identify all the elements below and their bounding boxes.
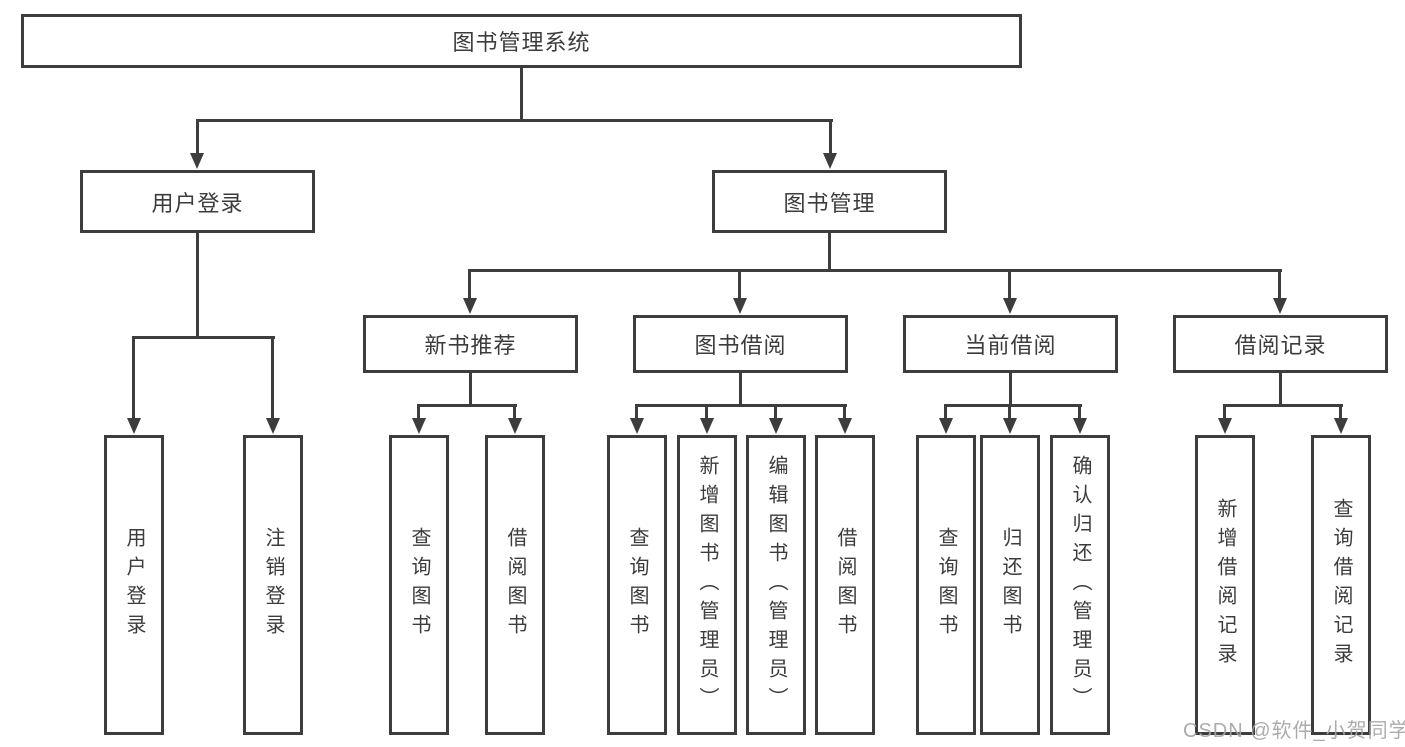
connector-root-bar: [196, 119, 833, 122]
leaf-confirm-return-admin: 确认归还（管理员）: [1050, 435, 1110, 735]
leaf-borrow-books-borrowing: 借阅图书: [815, 435, 875, 735]
connector-borrowing-bar: [635, 404, 847, 407]
arrowhead-icon: [412, 418, 426, 434]
connector-records-stem: [1279, 373, 1282, 406]
connector-userlogin-drop-2: [271, 338, 274, 419]
node-book-borrowing: 图书借阅: [633, 315, 848, 373]
leaf-user-login: 用户登录: [104, 435, 164, 735]
arrowhead-icon: [463, 298, 477, 314]
node-current-borrowing: 当前借阅: [903, 315, 1118, 373]
arrowhead-icon: [733, 298, 747, 314]
leaf-query-books-recommend: 查询图书: [389, 435, 449, 735]
connector-current-drop-3: [1078, 406, 1081, 419]
connector-bookmgmt-stem: [828, 232, 831, 270]
arrowhead-icon: [838, 418, 852, 434]
leaf-query-books-borrowing: 查询图书: [607, 435, 667, 735]
arrowhead-icon: [1273, 298, 1287, 314]
connector-records-drop-2: [1339, 406, 1342, 419]
connector-root-stem: [520, 67, 523, 120]
connector-borrowing-drop-3: [774, 406, 777, 419]
connector-recommend-stem: [469, 373, 472, 406]
leaf-logout-login: 注销登录: [243, 435, 303, 735]
connector-records-bar: [1223, 404, 1343, 407]
node-borrowing-records: 借阅记录: [1173, 315, 1388, 373]
node-user-login: 用户登录: [80, 170, 315, 233]
arrowhead-icon: [1073, 418, 1087, 434]
connector-borrowing-drop-2: [705, 406, 708, 419]
arrowhead-icon: [700, 418, 714, 434]
arrowhead-icon: [769, 418, 783, 434]
arrowhead-icon: [630, 418, 644, 434]
connector-current-stem: [1009, 373, 1012, 406]
node-book-management: 图书管理: [712, 170, 947, 233]
arrowhead-icon: [939, 418, 953, 434]
connector-bookmgmt-drop-3: [1008, 271, 1011, 299]
connector-userlogin-bar: [132, 336, 275, 339]
connector-bookmgmt-drop-4: [1278, 271, 1281, 299]
leaf-edit-book-admin: 编辑图书（管理员）: [746, 435, 806, 735]
connector-recommend-drop-2: [513, 406, 516, 419]
leaf-add-borrow-record: 新增借阅记录: [1195, 435, 1255, 735]
connector-recommend-drop-1: [417, 406, 420, 419]
connector-records-drop-1: [1223, 406, 1226, 419]
arrowhead-icon: [508, 418, 522, 434]
arrowhead-icon: [1003, 298, 1017, 314]
connector-current-drop-1: [944, 406, 947, 419]
connector-borrowing-drop-1: [635, 406, 638, 419]
arrowhead-icon: [1218, 418, 1232, 434]
leaf-return-books: 归还图书: [980, 435, 1040, 735]
connector-current-bar: [944, 404, 1082, 407]
arrowhead-icon: [823, 153, 837, 169]
arrowhead-icon: [1334, 418, 1348, 434]
leaf-query-borrow-record: 查询借阅记录: [1311, 435, 1371, 735]
watermark-text: CSDN @软件_小贺同学: [1183, 720, 1405, 742]
connector-current-drop-2: [1008, 406, 1011, 419]
leaf-add-book-admin: 新增图书（管理员）: [677, 435, 737, 735]
connector-bookmgmt-drop-2: [738, 271, 741, 299]
connector-userlogin-stem: [196, 232, 199, 337]
connector-borrowing-stem: [739, 373, 742, 406]
arrowhead-icon: [190, 153, 204, 169]
connector-root-drop-2: [829, 121, 832, 154]
connector-borrowing-drop-4: [843, 406, 846, 419]
arrowhead-icon: [127, 418, 141, 434]
node-library-system: 图书管理系统: [21, 14, 1022, 68]
arrowhead-icon: [266, 418, 280, 434]
node-new-book-recommend: 新书推荐: [363, 315, 578, 373]
connector-userlogin-drop-1: [132, 338, 135, 419]
connector-bookmgmt-bar: [468, 269, 1282, 272]
leaf-query-books-current: 查询图书: [916, 435, 976, 735]
leaf-borrow-books-recommend: 借阅图书: [485, 435, 545, 735]
connector-root-drop-1: [196, 121, 199, 154]
connector-recommend-bar: [417, 404, 517, 407]
connector-bookmgmt-drop-1: [468, 271, 471, 299]
arrowhead-icon: [1003, 418, 1017, 434]
